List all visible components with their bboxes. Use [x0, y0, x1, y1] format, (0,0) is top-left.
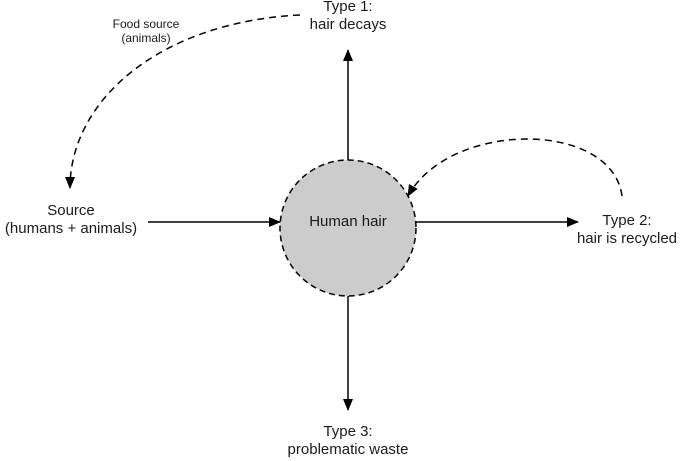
type3-line2: problematic waste: [287, 441, 409, 458]
food-source-line2: (animals): [121, 31, 171, 46]
dashed-arrow-recycle-loop: [407, 138, 623, 197]
center-label-text: Human hair: [309, 213, 387, 230]
type2-line1: Type 2:: [602, 212, 652, 229]
dashed-arrow-food-source-loop: [65, 14, 301, 189]
type3-label: Type 3: problematic waste: [268, 423, 428, 459]
food-source-label: Food source (animals): [96, 17, 196, 46]
type1-line1: Type 1:: [323, 0, 373, 15]
source-line1: Source: [47, 202, 95, 219]
type3-line1: Type 3:: [323, 423, 373, 440]
type2-line2: hair is recycled: [576, 230, 678, 247]
food-source-line1: Food source: [112, 17, 180, 31]
type1-line2: hair decays: [309, 16, 387, 33]
human-hair-node: [279, 159, 417, 297]
type1-label: Type 1: hair decays: [278, 0, 418, 34]
type2-label: Type 2: hair is recycled: [569, 212, 685, 248]
source-label: Source (humans + animals): [0, 202, 142, 238]
source-line2: (humans + animals): [4, 220, 138, 237]
center-label: Human hair: [288, 213, 408, 231]
